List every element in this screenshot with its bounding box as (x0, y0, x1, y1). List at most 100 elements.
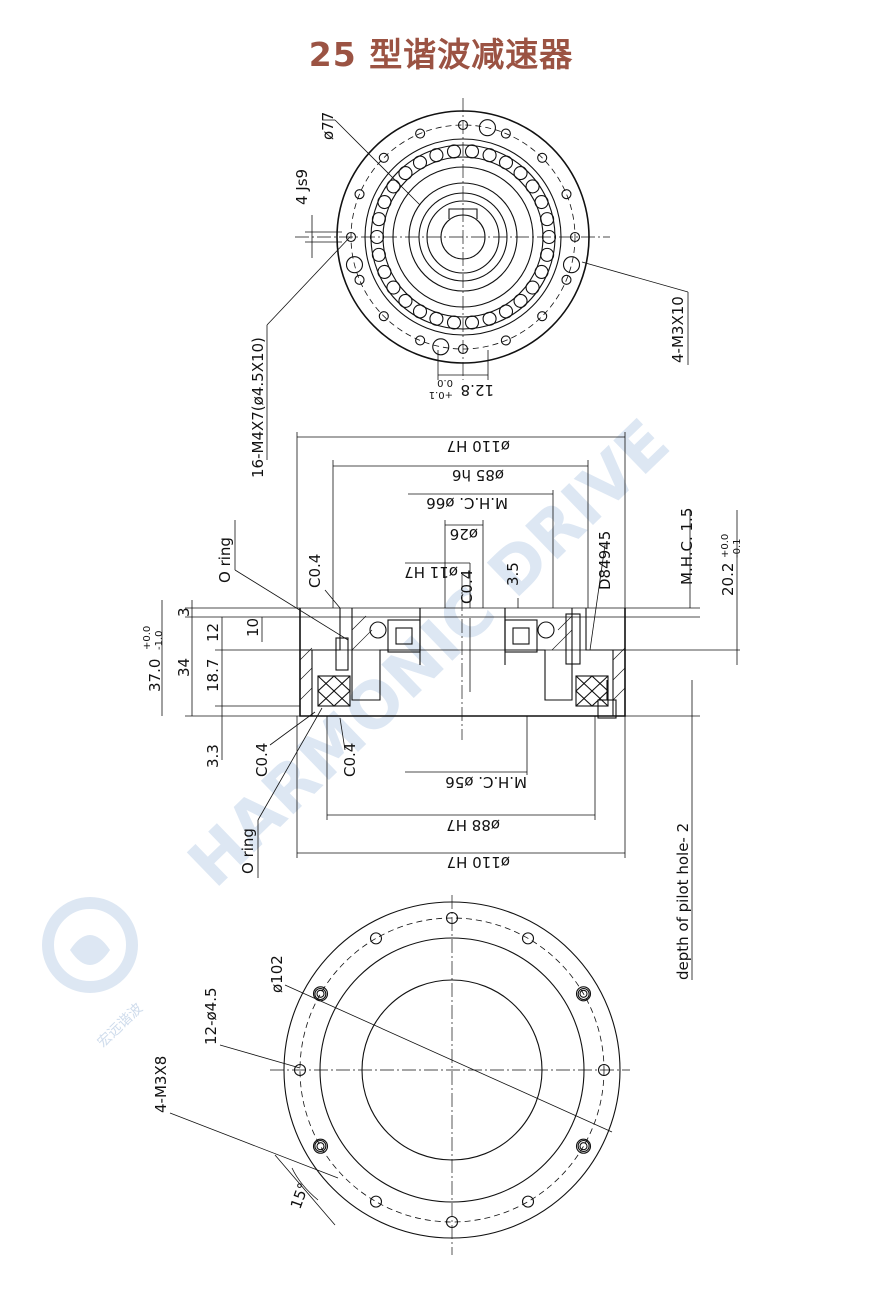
dim-section-26: ø26 (450, 525, 478, 543)
watermark-logo: 宏远谐波 (42, 897, 146, 1051)
mounting-hole (569, 231, 581, 243)
dim-section-c04-c: C0.4 (253, 743, 271, 777)
watermark-text: HARMONIC DRIVE (175, 406, 684, 901)
tapped-hole-inner (316, 1142, 325, 1151)
cross-roller-right (575, 675, 609, 707)
mounting-hole (354, 274, 365, 285)
dim-bottom-12holes: 12-ø4.5 (202, 987, 220, 1045)
section-hatch (299, 615, 626, 701)
dim-section-c04-a: C0.4 (306, 554, 324, 588)
bearing-ball (371, 247, 386, 262)
bearing-ball (513, 293, 528, 308)
dim-section-12: 12 (204, 623, 222, 642)
bottom-hole (293, 1063, 307, 1077)
dim-section-18-7: 18.7 (204, 659, 222, 692)
bearing-ball (386, 280, 401, 295)
top-view: ø77 4 Js9 4-M3X10 16-M4X7(ø4.5X10) 12.8 … (249, 98, 689, 478)
mounting-hole (561, 274, 572, 285)
tapped-hole (562, 256, 581, 274)
bearing-ball (377, 264, 392, 280)
bearing-ball (386, 179, 401, 194)
mounting-hole (415, 128, 426, 139)
mounting-hole (500, 128, 511, 139)
dim-top-diameter-77: ø77 (319, 112, 337, 140)
mounting-hole (457, 119, 469, 131)
bearing-ball (446, 315, 462, 330)
watermark-logo-caption: 宏远谐波 (95, 1000, 146, 1050)
dim-section-oring-top: O ring (216, 537, 234, 583)
mounting-hole (561, 189, 572, 200)
mounting-hole (457, 343, 469, 355)
mounting-hole (500, 335, 511, 346)
bearing-ball (534, 194, 549, 210)
bearing-ball (525, 179, 540, 194)
dim-top-key-tol-upper: +0.1 (429, 389, 453, 400)
mounting-hole (415, 335, 426, 346)
mounting-hole (378, 152, 389, 163)
tapped-hole (312, 1138, 329, 1154)
bearing-ball (541, 229, 557, 245)
bottom-hole (521, 1195, 535, 1208)
bearing-ball (412, 304, 428, 319)
tapped-hole (478, 119, 496, 137)
bearing-balls (369, 144, 557, 330)
dim-section-20-2-tol-upper: +0.0 (720, 534, 731, 558)
watermark: HARMONIC DRIVE 宏远谐波 (42, 406, 684, 1051)
dim-section-mhc66: M.H.C. ø66 (426, 494, 508, 512)
dim-section-3-5: 3.5 (504, 562, 522, 586)
bottom-hole (521, 932, 535, 945)
mounting-hole (345, 231, 357, 243)
dim-section-10: 10 (244, 618, 262, 637)
dim-top-screw: 4-M3X10 (669, 296, 687, 363)
dim-section-11: ø11 H7 (404, 563, 458, 581)
bearing-ball (398, 166, 413, 181)
bearing-ball (369, 229, 385, 245)
dim-section-c04-d: C0.4 (341, 743, 359, 777)
bearing-ball (429, 311, 444, 326)
bearing-ball (498, 304, 514, 319)
tapped-hole-inner (316, 989, 325, 998)
dim-top-keyway: 4 Js9 (293, 169, 311, 205)
bearing-ball (525, 280, 540, 295)
dim-section-mhc56: M.H.C. ø56 (445, 773, 527, 791)
dim-section-37-tol-upper: +0.0 (142, 626, 153, 650)
dim-section-3-3: 3.3 (204, 744, 222, 768)
bearing-ball (398, 293, 413, 308)
dim-section-3: 3 (175, 607, 193, 617)
dim-section-20-2-tol-lower: -0.1 (732, 538, 743, 558)
bearing-ball (540, 247, 555, 262)
dim-top-holes: 16-M4X7(ø4.5X10) (249, 337, 267, 478)
dim-section-c04-b: C0.4 (458, 570, 476, 604)
dim-section-bearing: D84945 (596, 531, 614, 590)
bottom-hole (314, 1139, 327, 1153)
bearing-ball (482, 148, 497, 163)
tapped-hole (432, 338, 450, 356)
tapped-hole-inner (579, 989, 588, 998)
bearing-ball (464, 144, 480, 159)
mounting-holes (345, 119, 581, 356)
dim-top-key-depth: 12.8 (461, 381, 494, 399)
bearing-ball (513, 166, 528, 181)
bearing-ball (464, 315, 480, 330)
dim-section-pilot: depth of pilot hole- 2 (674, 823, 692, 980)
page-title: 25 型谐波减速器 (308, 35, 574, 74)
dim-bottom-angle: 15° (287, 1180, 313, 1211)
dim-section-85: ø85 h6 (452, 466, 504, 484)
bearing-ball (429, 148, 444, 163)
dim-bottom-102: ø102 (268, 955, 286, 993)
dim-section-88: ø88 H7 (446, 816, 500, 834)
dim-top-key-tol-lower: 0.0 (437, 377, 453, 388)
dim-section-37: 37.0 (146, 659, 164, 692)
tapped-hole (575, 986, 592, 1002)
bearing-ball (446, 144, 462, 159)
bottom-hole (597, 1063, 611, 1077)
bottom-hole (577, 987, 590, 1001)
bearing-ball (534, 264, 549, 280)
bottom-hole (445, 911, 459, 925)
dim-section-110-top: ø110 H7 (447, 437, 510, 455)
dim-section-110-bottom: ø110 H7 (447, 853, 510, 871)
bearing-ball (498, 155, 514, 170)
dim-section-mhc15: M.H.C. 1.5 (678, 508, 696, 585)
bearing-ball (371, 212, 386, 227)
